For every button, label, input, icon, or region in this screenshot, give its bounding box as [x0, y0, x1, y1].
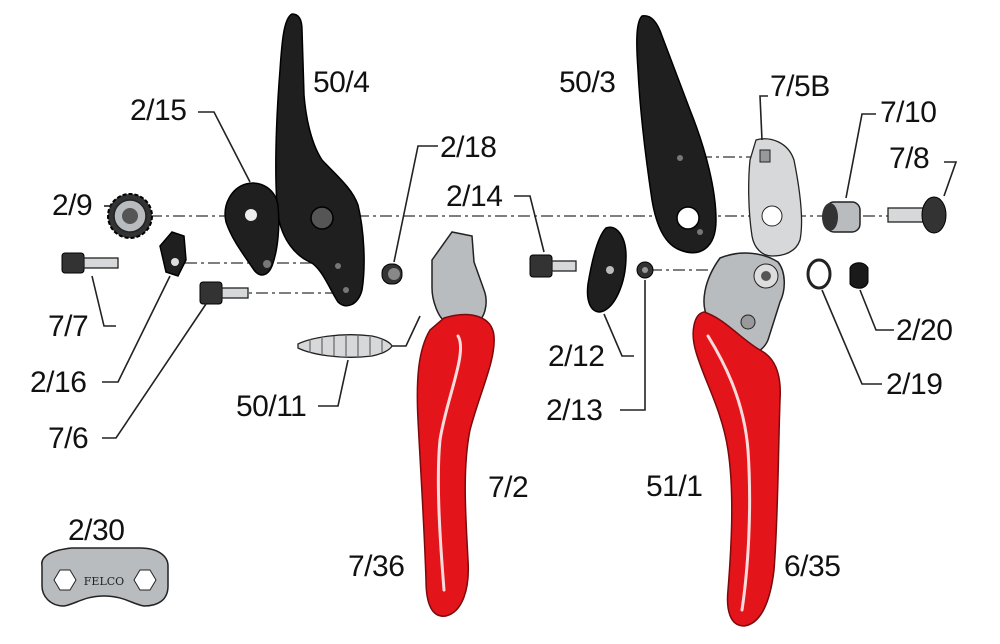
- part-7-2-lower-handle: [416, 231, 495, 617]
- label-50-11: 50/11: [236, 390, 306, 423]
- part-2-15-plate: [224, 182, 280, 276]
- part-50-4-anvil-blade: [275, 13, 365, 307]
- label-50-4: 50/4: [313, 66, 369, 99]
- label-2-20: 2/20: [896, 314, 952, 347]
- label-2-12: 2/12: [548, 340, 604, 373]
- part-2-13-washer: [636, 261, 654, 279]
- part-50-3-cutting-blade: [636, 15, 717, 254]
- part-7-5b-upper-body: [748, 138, 803, 257]
- part-2-14-bolt: [529, 254, 577, 278]
- label-7-8: 7/8: [889, 142, 929, 175]
- label-2-16: 2/16: [30, 366, 86, 399]
- part-2-18-washer: [381, 263, 403, 285]
- leader-lines: [91, 95, 958, 439]
- part-2-12-catch: [586, 226, 627, 313]
- label-51-1: 51/1: [646, 470, 702, 503]
- part-7-7-bolt: [61, 252, 119, 274]
- part-2-16-clip: [159, 231, 187, 277]
- label-7-10: 7/10: [880, 96, 936, 129]
- part-2-30-wrench: FELCO: [41, 547, 169, 607]
- label-7-2: 7/2: [488, 471, 528, 504]
- label-2-9: 2/9: [52, 189, 92, 222]
- label-7-7: 7/7: [48, 310, 88, 343]
- label-2-13: 2/13: [546, 394, 602, 427]
- part-7-10-sleeve: [822, 201, 861, 233]
- label-7-36: 7/36: [348, 550, 404, 583]
- label-2-30: 2/30: [68, 514, 124, 547]
- label-6-35: 6/35: [784, 550, 840, 583]
- wrench-brand-logo: FELCO: [84, 575, 124, 588]
- label-50-3: 50/3: [559, 66, 615, 99]
- part-50-11-spring: [297, 334, 393, 358]
- label-2-14: 2/14: [446, 180, 502, 213]
- part-51-1-upper-handle: [692, 252, 785, 627]
- label-2-19: 2/19: [886, 368, 942, 401]
- part-labels: 50/4 2/15 2/9 7/7 2/16 7/6 50/11 2/18 2/…: [30, 66, 953, 583]
- part-2-19-ring: [806, 258, 832, 290]
- label-2-15: 2/15: [130, 94, 186, 127]
- part-2-9-ratchet-wheel: [107, 193, 153, 239]
- part-7-6-bolt: [199, 281, 249, 305]
- label-2-18: 2/18: [440, 131, 496, 164]
- label-7-5b: 7/5B: [770, 70, 830, 103]
- label-7-6: 7/6: [48, 422, 88, 455]
- part-7-8-bolt: [887, 196, 947, 234]
- part-2-20-cap: [849, 262, 869, 289]
